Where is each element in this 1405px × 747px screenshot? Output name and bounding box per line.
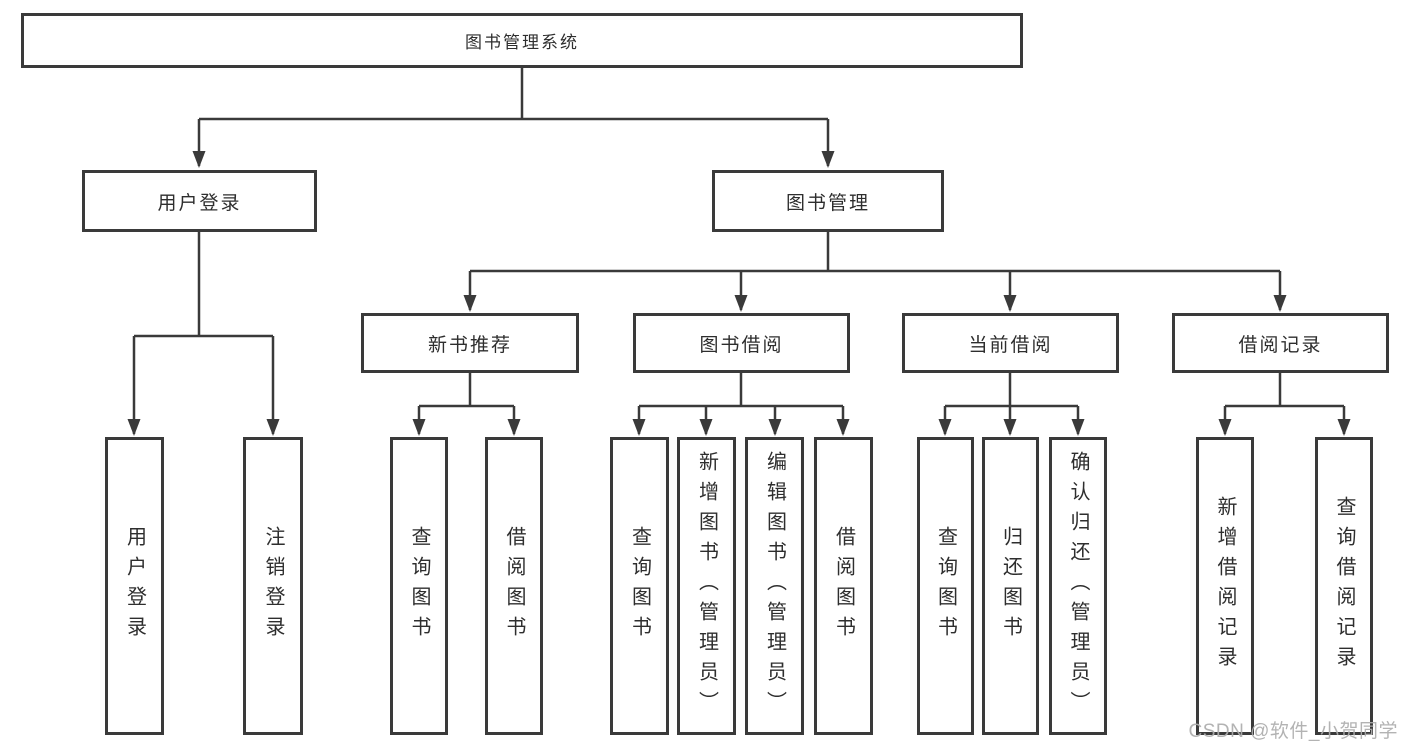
leaf-borrow-books-recommend: 借阅图书 [485,437,543,735]
leaf-query-books-current: 查询图书 [917,437,974,735]
leaf-return-books: 归还图书 [982,437,1039,735]
leaf-edit-books-admin: 编辑图书（管理员） [745,437,804,735]
node-book-borrow-label: 图书借阅 [699,334,784,356]
node-book-management-label: 图书管理 [785,192,870,214]
leaf-query-books-current-label: 查询图书 [934,526,957,646]
connector-current-to-leaves [938,373,1085,436]
leaf-logout-label: 注销登录 [262,526,284,646]
leaf-confirm-return-admin: 确认归还（管理员） [1049,437,1107,735]
leaf-add-borrow-record: 新增借阅记录 [1196,437,1254,735]
connector-records-to-leaves [1218,373,1351,436]
node-book-borrow: 图书借阅 [633,313,850,373]
node-borrow-records-label: 借阅记录 [1238,334,1323,356]
leaf-add-books-admin-label: 新增图书（管理员） [695,451,718,721]
connector-root-to-level2 [192,68,835,168]
leaf-user-login: 用户登录 [105,437,164,735]
node-current-borrow-label: 当前借阅 [968,334,1053,356]
leaf-borrow-books-label: 借阅图书 [832,526,855,646]
leaf-borrow-books-recommend-label: 借阅图书 [503,526,525,646]
connector-recommend-to-leaves [412,373,521,436]
leaf-borrow-books: 借阅图书 [814,437,873,735]
connector-borrow-to-leaves [632,373,850,436]
leaf-query-books-borrow: 查询图书 [610,437,669,735]
node-borrow-records: 借阅记录 [1172,313,1389,373]
node-book-management: 图书管理 [712,170,944,232]
leaf-confirm-return-admin-label: 确认归还（管理员） [1067,451,1089,721]
node-new-book-recommend: 新书推荐 [361,313,579,373]
node-user-login-label: 用户登录 [157,192,242,214]
node-user-login: 用户登录 [82,170,317,232]
leaf-add-books-admin: 新增图书（管理员） [677,437,736,735]
leaf-query-books-recommend: 查询图书 [390,437,448,735]
connector-book-management-to-level3 [463,232,1287,312]
node-new-book-recommend-label: 新书推荐 [427,334,512,356]
node-root-label: 图书管理系统 [465,33,579,52]
leaf-query-borrow-record-label: 查询借阅记录 [1333,496,1355,676]
node-root-system: 图书管理系统 [21,13,1023,68]
leaf-query-books-borrow-label: 查询图书 [628,526,651,646]
leaf-edit-books-admin-label: 编辑图书（管理员） [763,451,786,721]
leaf-query-books-recommend-label: 查询图书 [408,526,430,646]
leaf-user-login-label: 用户登录 [123,526,146,646]
leaf-query-borrow-record: 查询借阅记录 [1315,437,1373,735]
leaf-logout: 注销登录 [243,437,303,735]
connector-user-login-to-leaves [127,232,280,436]
csdn-watermark: CSDN @软件_小贺同学 [1188,721,1398,742]
node-current-borrow: 当前借阅 [902,313,1119,373]
leaf-add-borrow-record-label: 新增借阅记录 [1214,496,1236,676]
leaf-return-books-label: 归还图书 [999,526,1022,646]
